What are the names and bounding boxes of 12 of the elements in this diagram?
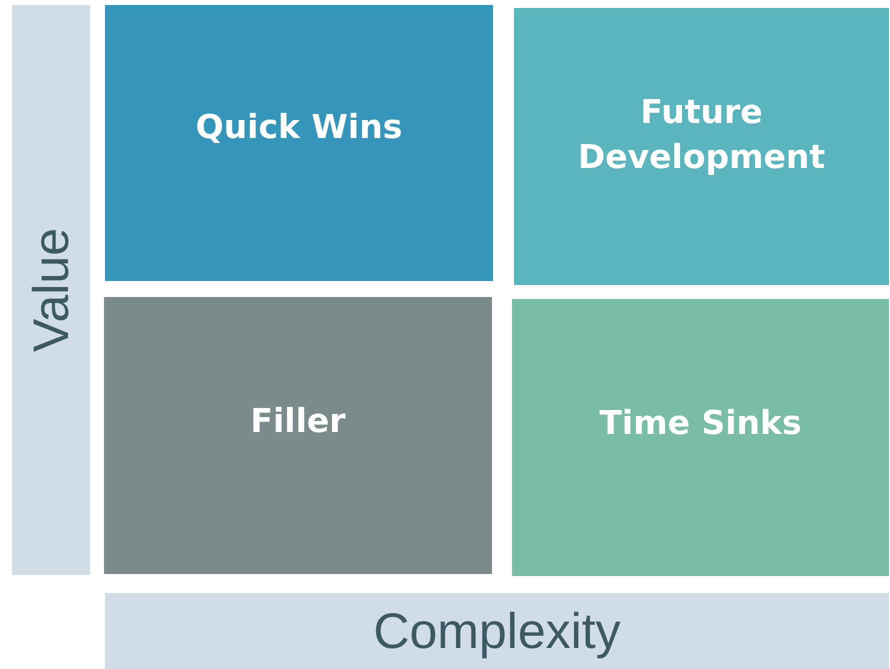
axis-label: Complexity (373, 602, 621, 660)
axis-band (12, 5, 90, 575)
quadrant-box (105, 5, 493, 281)
quadrant-box (104, 297, 492, 574)
quadrant-label: Quick Wins (196, 106, 402, 148)
quadrant-label: Future Development (576, 90, 826, 178)
axis-band (105, 593, 889, 669)
axis-label: Value (22, 228, 80, 352)
quadrant-box (514, 8, 889, 285)
quadrant-label: Time Sinks (599, 402, 802, 444)
quadrant-box (512, 299, 889, 576)
quadrant-label: Filler (250, 400, 346, 442)
